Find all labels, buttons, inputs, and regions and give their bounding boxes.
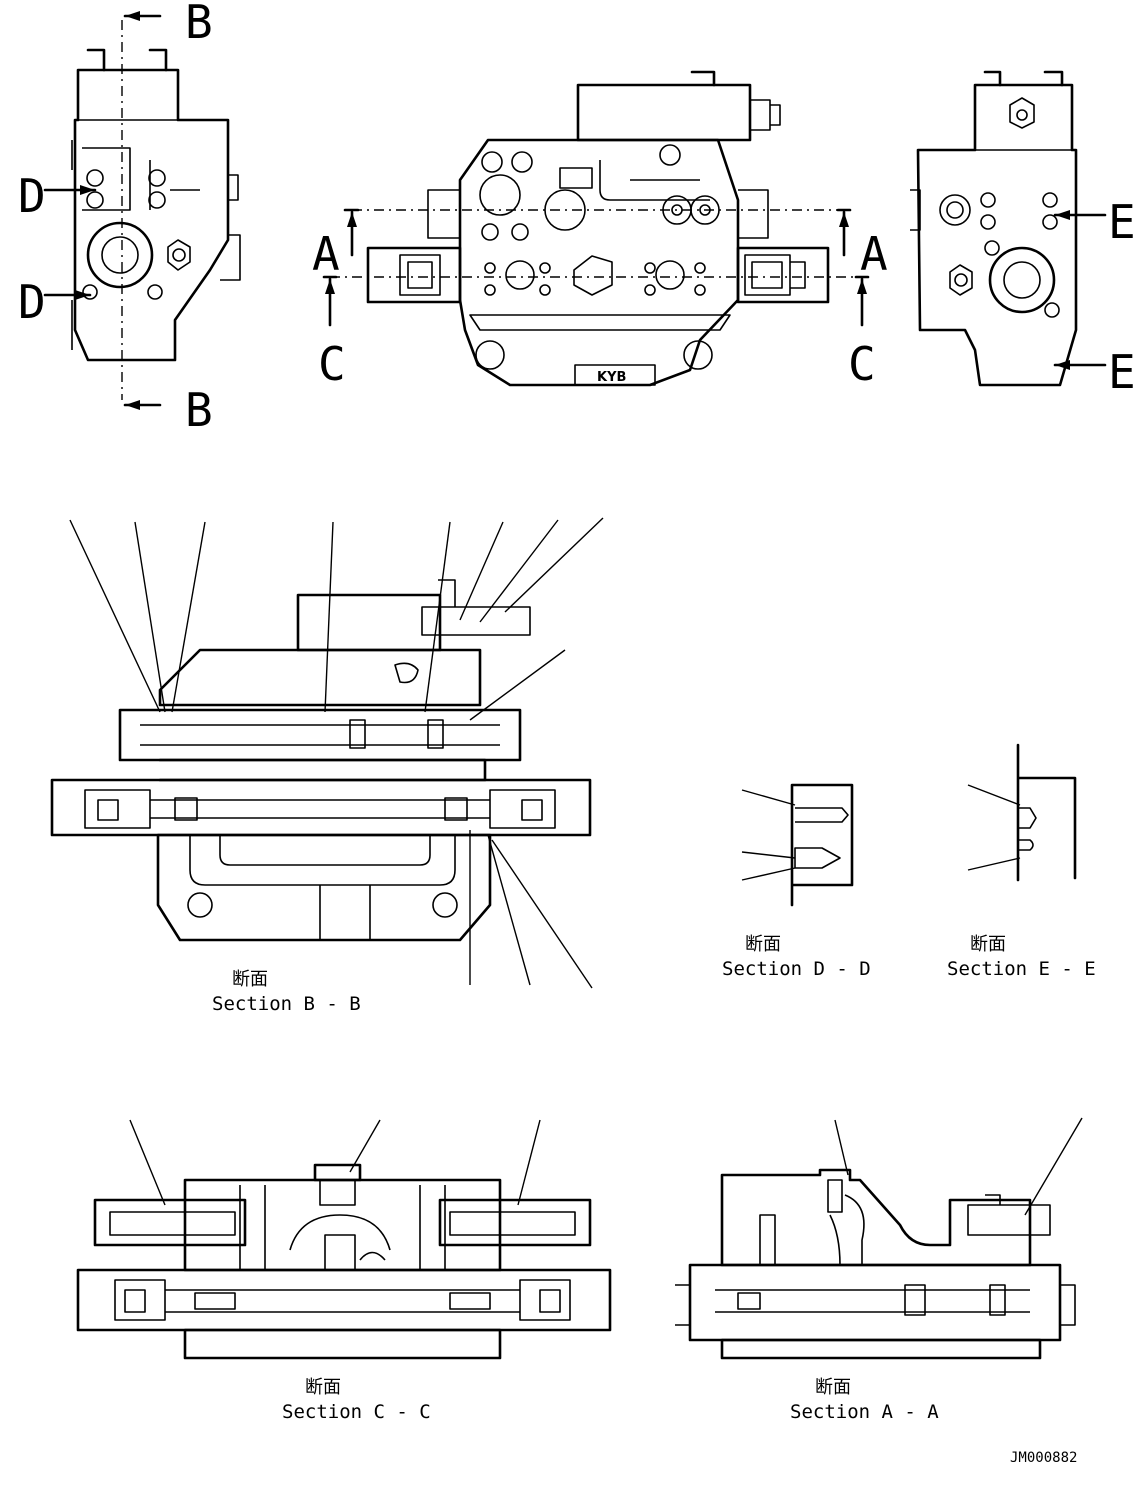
- drawing-code: JM000882: [1010, 1450, 1077, 1466]
- section-bb-caption-en: Section B - B: [212, 993, 361, 1015]
- section-marker-d-top: D: [18, 169, 46, 223]
- section-marker-c-right: C: [848, 337, 876, 391]
- section-cc-caption-jp: 断面: [305, 1377, 341, 1398]
- section-marker-b-bottom: B: [185, 383, 213, 437]
- side-view-left: B B D D: [18, 0, 241, 437]
- section-ee-drawing: 断面 Section E - E: [947, 743, 1096, 980]
- section-dd-caption-jp: 断面: [745, 934, 781, 955]
- section-marker-c-left: C: [318, 337, 346, 391]
- section-aa-caption-jp: 断面: [815, 1377, 851, 1398]
- section-cc-drawing: 断面 Section C - C: [76, 1119, 612, 1423]
- section-dd-drawing: 断面 Section D - D: [722, 783, 871, 980]
- section-ee-caption-en: Section E - E: [947, 958, 1096, 980]
- section-marker-e-top: E: [1108, 195, 1136, 249]
- section-marker-a-right: A: [860, 227, 888, 281]
- section-cc-caption-en: Section C - C: [282, 1401, 431, 1423]
- side-view-right: E E: [910, 70, 1136, 399]
- section-marker-d-bottom: D: [18, 275, 46, 329]
- section-dd-caption-en: Section D - D: [722, 958, 871, 980]
- section-bb-drawing: 断面 Section B - B: [50, 517, 604, 1015]
- section-ee-caption-jp: 断面: [970, 934, 1006, 955]
- front-view-center: KYB A A C C: [312, 70, 888, 391]
- section-bb-caption-jp: 断面: [232, 969, 268, 990]
- casting-mark: KYB: [597, 370, 626, 385]
- section-aa-drawing: 断面 Section A - A: [675, 1117, 1083, 1423]
- section-marker-a-left: A: [312, 227, 340, 281]
- section-marker-e-bottom: E: [1108, 345, 1136, 399]
- section-marker-b-top: B: [185, 0, 213, 49]
- section-aa-caption-en: Section A - A: [790, 1401, 939, 1423]
